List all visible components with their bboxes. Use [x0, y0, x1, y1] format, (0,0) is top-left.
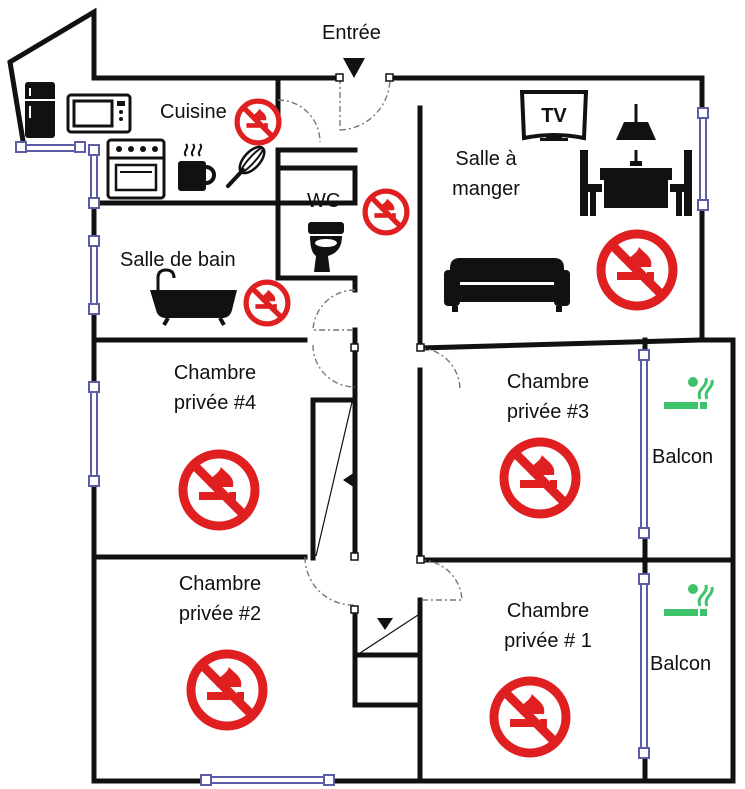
- bedroom-2-label-line2: privée #2: [178, 603, 262, 625]
- bathtub-icon: [150, 268, 237, 326]
- microwave-icon: [66, 93, 132, 134]
- sofa-icon: [444, 258, 570, 312]
- no-smoking-icon: [237, 101, 279, 143]
- wc-bath-wall: [297, 165, 358, 293]
- tv-label: TV: [541, 105, 567, 127]
- bedroom-4-label-line1: Chambre: [173, 362, 257, 384]
- bedroom-3-label-line2: privée #3: [506, 401, 590, 423]
- entrance-arrow-icon: [343, 58, 365, 78]
- kitchen-wc-wall: [275, 147, 358, 171]
- smoking-allowed-icon: [662, 582, 714, 618]
- dining-room-label-line1: Salle à: [455, 148, 517, 170]
- wc-label: WC: [307, 190, 341, 212]
- whisk-icon: [226, 145, 266, 188]
- bedroom-1-label: Chambre privée # 1: [483, 596, 613, 656]
- mug-icon: [178, 143, 216, 191]
- exterior-wall: [91, 75, 736, 784]
- dining-wall: [417, 105, 705, 351]
- dining-table-icon: [580, 150, 692, 216]
- doors: [277, 77, 463, 606]
- kitchen-label: Cuisine: [160, 101, 227, 123]
- dining-room-label-line2: manger: [452, 178, 520, 200]
- dining-room-label: Salle à manger: [436, 144, 536, 204]
- no-smoking-icon: [601, 234, 673, 306]
- no-smoking-icon: [191, 654, 263, 726]
- smoking-allowed-icon: [662, 375, 714, 411]
- bedroom-2-label-line1: Chambre: [178, 573, 262, 595]
- bedroom-1-label-line2: privée # 1: [504, 630, 592, 652]
- wc-left-wall: [275, 147, 303, 281]
- balcony-top-label: Balcon: [652, 446, 714, 468]
- no-smoking-icon: [246, 282, 288, 324]
- kitchen-exterior-wall: [7, 7, 343, 150]
- stair-arrow-icon: [343, 472, 355, 488]
- no-smoking-icon: [365, 191, 407, 233]
- stair-arrow-down-icon: [377, 618, 393, 630]
- bedroom-3-label: Chambre privée #3: [483, 367, 613, 427]
- staircase: [315, 401, 419, 656]
- bathroom-label: Salle de bain: [120, 249, 236, 271]
- stove-icon: [106, 138, 166, 200]
- entrance-label: Entrée: [322, 22, 381, 44]
- balcony-bottom-label: Balcon: [650, 653, 712, 675]
- windows: [15, 107, 709, 786]
- corridor-left-wall: [310, 327, 358, 561]
- bedroom-2-label: Chambre privée #2: [155, 569, 285, 629]
- bedroom-1-label-line1: Chambre: [506, 600, 590, 622]
- bedroom-3-label-line1: Chambre: [506, 371, 590, 393]
- no-smoking-icon: [504, 442, 576, 514]
- bedroom-4-label: Chambre privée #4: [150, 358, 280, 418]
- stair-lower-wall: [352, 609, 423, 708]
- bedroom-4-label-line2: privée #4: [173, 392, 257, 414]
- no-smoking-icon: [183, 454, 255, 526]
- toilet-icon: [308, 222, 344, 272]
- fridge-icon: [25, 82, 55, 138]
- tv-icon: [519, 90, 589, 141]
- no-smoking-icon: [494, 681, 566, 753]
- lamp-icon: [616, 104, 656, 140]
